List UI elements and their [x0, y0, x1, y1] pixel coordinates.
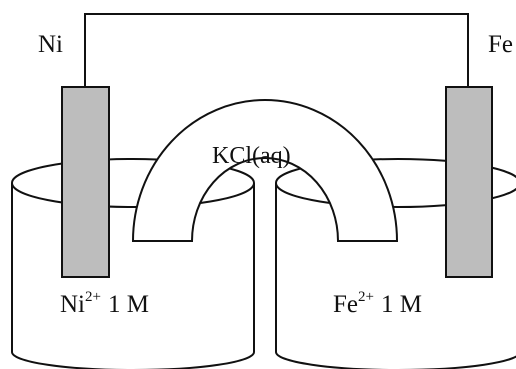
- left-ion-charge: 2+: [85, 289, 101, 305]
- salt-bridge-label: KCl(aq): [212, 143, 291, 169]
- right-electrode-label: Fe: [488, 31, 513, 58]
- left-beaker: [11, 158, 255, 369]
- left-concentration: 1 M: [108, 291, 149, 318]
- salt-bridge: [131, 99, 399, 242]
- left-ion: Ni: [60, 291, 85, 318]
- left-solution-label: Ni2+ 1 M: [60, 289, 149, 318]
- left-electrode-ni: [61, 86, 110, 278]
- right-concentration: 1 M: [381, 291, 422, 318]
- right-beaker: [275, 158, 516, 369]
- right-ion-charge: 2+: [358, 289, 374, 305]
- external-wire: [84, 13, 469, 87]
- left-electrode-label: Ni: [38, 31, 63, 58]
- right-solution-label: Fe2+ 1 M: [333, 289, 422, 318]
- right-ion: Fe: [333, 291, 358, 318]
- right-electrode-fe: [445, 86, 493, 278]
